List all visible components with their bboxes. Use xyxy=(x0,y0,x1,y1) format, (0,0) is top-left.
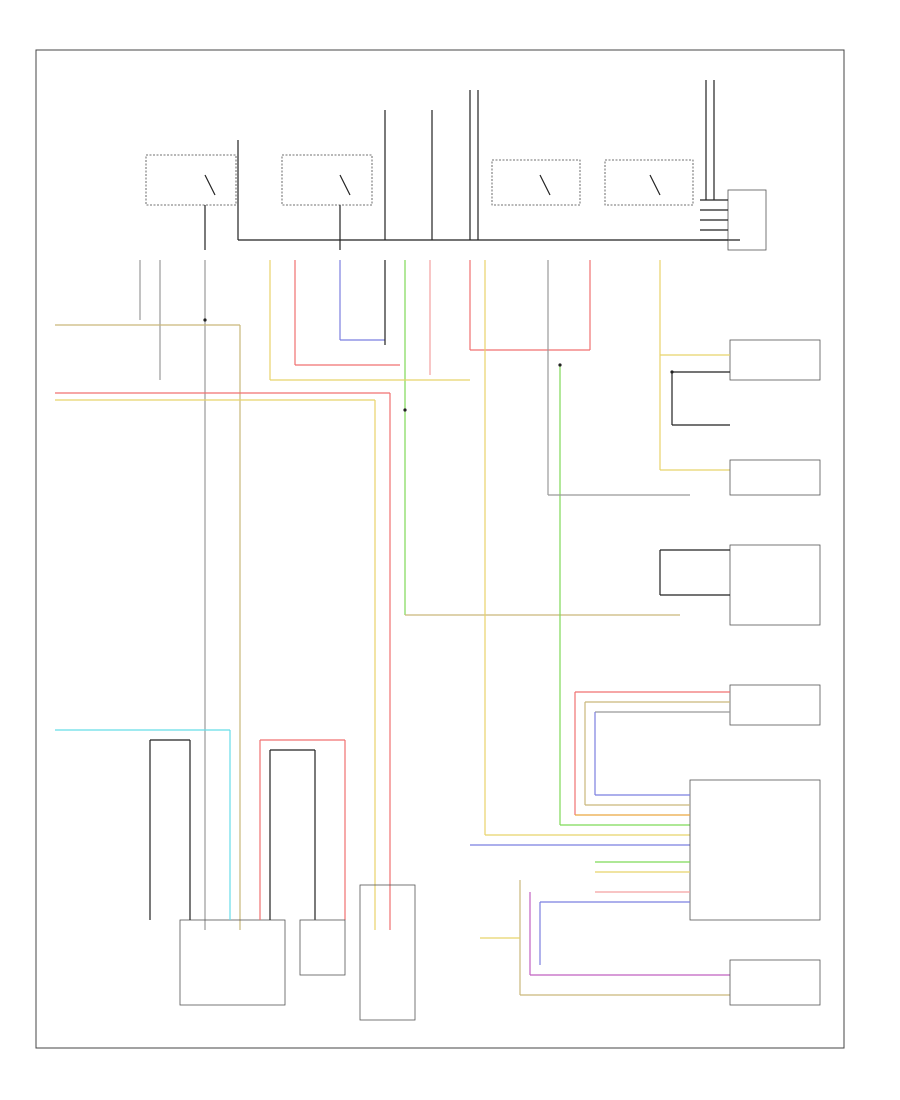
relay-3 xyxy=(491,159,581,206)
sensor-group-3 xyxy=(574,684,821,815)
sensor-group-1 xyxy=(660,339,821,496)
splice-dots xyxy=(203,318,674,412)
relay-4 xyxy=(604,159,694,206)
connector-right-top xyxy=(700,189,767,251)
module-bottom-mid2 xyxy=(359,884,416,1021)
left-wires xyxy=(55,260,680,930)
long-runs xyxy=(55,260,730,930)
relay-1 xyxy=(145,154,237,250)
top-power-bus xyxy=(237,80,740,241)
relay-2 xyxy=(281,154,373,250)
module-bottom-mid xyxy=(299,919,346,976)
sensor-group-2 xyxy=(659,544,821,626)
diagram-frame xyxy=(35,49,845,1049)
pcm-bottom-right xyxy=(480,779,821,1006)
module-bottom-left xyxy=(55,729,346,1006)
